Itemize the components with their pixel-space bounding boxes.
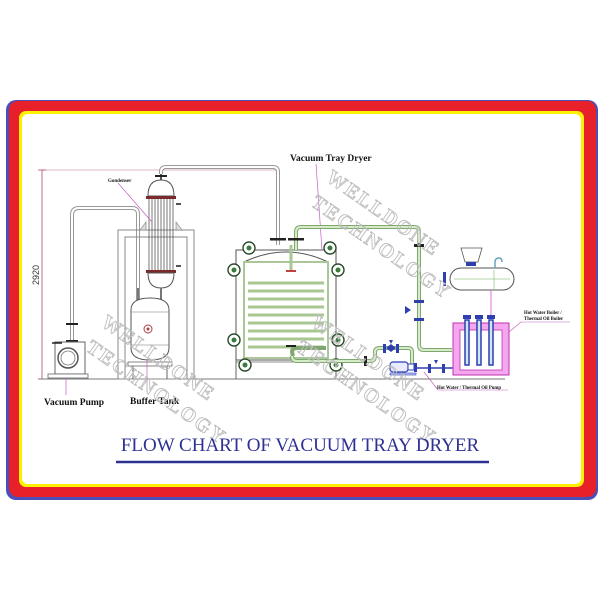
vacuum-pump-label: Vacuum Pump [44, 398, 104, 408]
boiler-leader [508, 321, 522, 333]
buffer-tank [127, 288, 173, 379]
boiler-label-line1: Hot Water Boiler / [524, 311, 562, 316]
condenser-leader [117, 182, 153, 223]
hot-water-pump [389, 361, 455, 376]
heating-trays [248, 281, 324, 349]
pump-leader [423, 371, 439, 391]
vacuum-pump [47, 341, 89, 379]
vacuum-tray-dryer [227, 241, 345, 379]
pump-label: Hot Water / Thermal Oil Pump [437, 386, 501, 391]
buffer-tank-label: Buffer Tank [130, 397, 180, 407]
vacuum-pump-pipe [66, 206, 140, 342]
vapor-pipe [159, 165, 280, 245]
heating-return-pipe [286, 345, 414, 368]
hot-water-boiler [452, 290, 510, 376]
boiler-label-line2: Thermal Oil Boiler [524, 317, 564, 322]
diagram-title: FLOW CHART OF VACUUM TRAY DRYER [121, 435, 480, 456]
dryer-leader [315, 163, 323, 251]
condenser-support-frame [117, 229, 195, 380]
dimension-label: 2920 [31, 265, 41, 285]
dryer-label: Vacuum Tray Dryer [290, 154, 372, 164]
heating-supply-pipe [288, 225, 452, 352]
condenser-label: Gondenser [108, 179, 132, 184]
expansion-tank [443, 247, 515, 291]
condenser [139, 172, 183, 289]
